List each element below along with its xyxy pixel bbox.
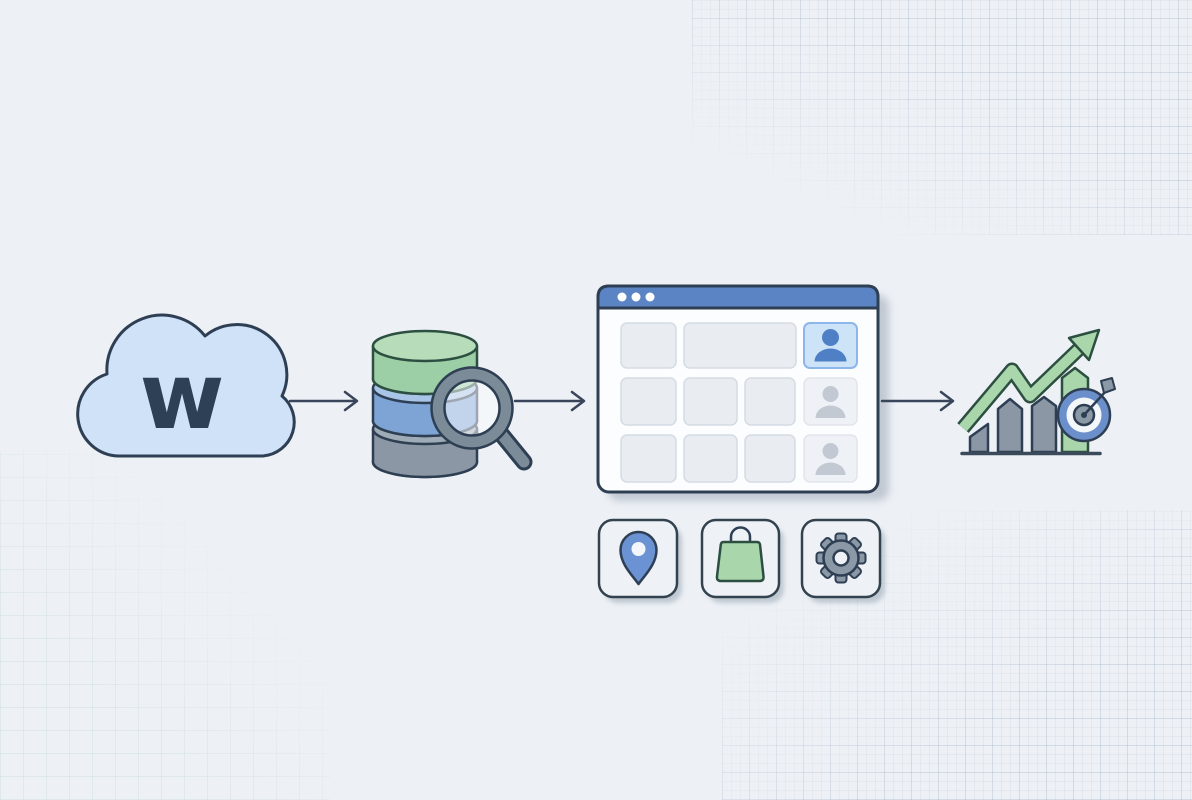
node-analytics-growth	[957, 328, 1116, 456]
content-grid	[620, 322, 858, 483]
grid-cell-wide	[683, 322, 797, 369]
badge-location	[597, 518, 682, 603]
window-titlebar	[596, 284, 880, 310]
cloud-icon	[76, 313, 296, 458]
grid-cell	[744, 434, 796, 483]
flow-arrow-2	[513, 390, 586, 412]
user-cell	[803, 377, 858, 426]
window-dot	[617, 292, 627, 302]
user-icon	[815, 443, 846, 475]
cloud-label: w	[140, 343, 225, 450]
user-icon-active	[814, 329, 847, 362]
gear-icon	[815, 532, 867, 584]
arrow-head	[570, 390, 586, 412]
window-dot	[645, 292, 655, 302]
user-icon	[815, 386, 846, 418]
node-cloud-source: w	[76, 313, 296, 458]
window-controls	[617, 292, 655, 302]
shopping-bag-icon	[715, 526, 765, 583]
target-dart-icon	[1056, 377, 1116, 443]
grid-cell	[683, 434, 738, 483]
arrow-head	[343, 390, 359, 412]
badge-settings	[800, 518, 885, 603]
grid-cell	[744, 377, 796, 426]
grid-cell	[683, 377, 738, 426]
bar	[996, 397, 1024, 454]
location-pin-icon	[619, 530, 658, 586]
user-cell-active	[803, 322, 858, 369]
node-database-search	[371, 329, 533, 479]
badge-shopping	[700, 518, 784, 603]
flow-arrow-1	[288, 390, 359, 412]
node-data-grid-window	[596, 284, 889, 501]
bar	[968, 422, 990, 454]
background-grid-texture-bottom-left	[0, 450, 330, 800]
grid-cell	[620, 322, 677, 369]
user-cell	[803, 434, 858, 483]
window-dot	[631, 292, 641, 302]
grid-cell	[620, 377, 677, 426]
flow-arrow-3	[880, 390, 955, 412]
arrow-head	[939, 390, 955, 412]
grid-cell	[620, 434, 677, 483]
magnifier-icon	[430, 366, 533, 471]
growth-arrow-icon	[957, 328, 1101, 433]
bar	[1030, 395, 1058, 454]
